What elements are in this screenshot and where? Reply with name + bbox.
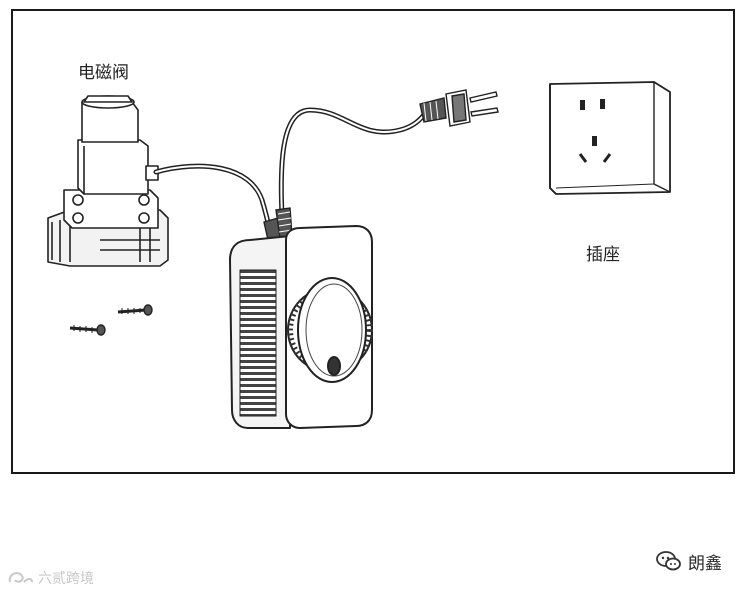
watermark-left: 六贰跨境 bbox=[6, 567, 94, 589]
watermark-right-text: 朗鑫 bbox=[688, 553, 722, 574]
outlet-label: 插座 bbox=[586, 245, 620, 265]
controller-unit bbox=[229, 225, 373, 429]
power-plug bbox=[419, 89, 499, 127]
watermark-right: 朗鑫 bbox=[656, 548, 722, 574]
solenoid-valve-label: 电磁阀 bbox=[78, 63, 129, 83]
wall-outlet bbox=[549, 81, 671, 195]
wechat-official-account-icon bbox=[656, 551, 681, 571]
solenoid-valve bbox=[47, 95, 169, 267]
valve-cable bbox=[153, 163, 275, 243]
swirl-logo-icon bbox=[8, 572, 33, 583]
screw-1 bbox=[117, 304, 153, 316]
watermark-left-text: 六贰跨境 bbox=[38, 571, 94, 587]
screw-2 bbox=[69, 324, 106, 336]
